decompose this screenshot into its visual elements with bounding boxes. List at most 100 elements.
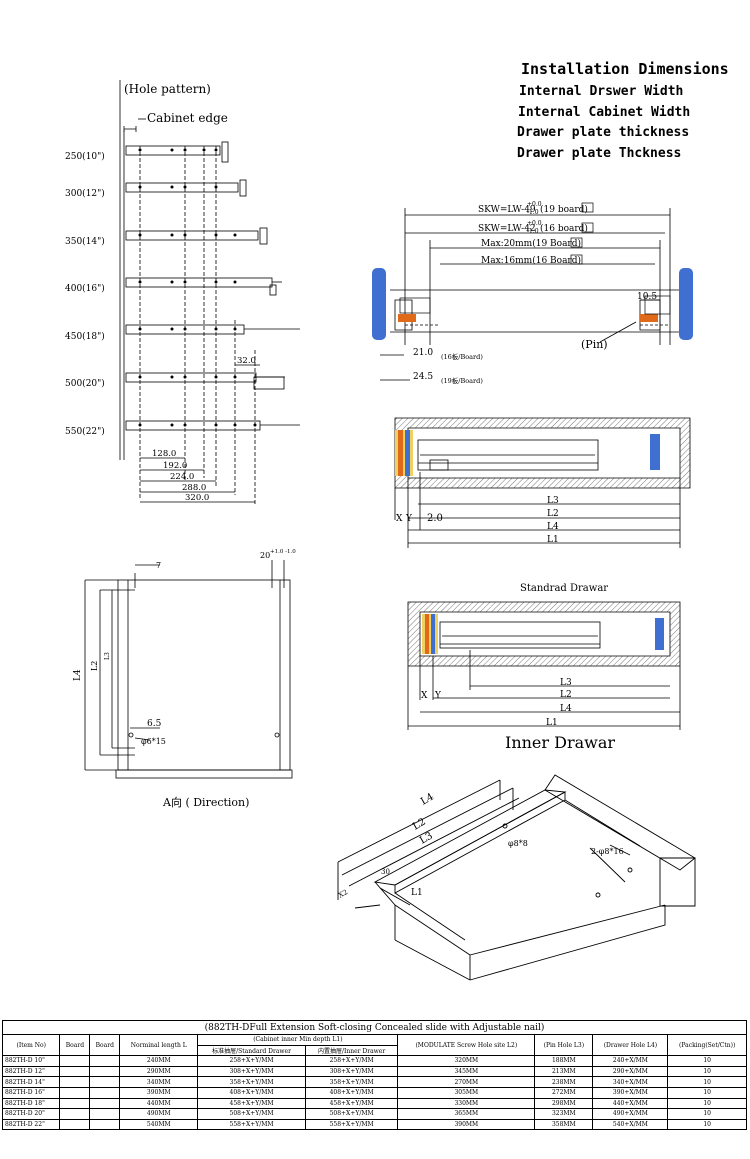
th-cabinet-depth: (Cabinet inner Min depth L1) [197, 1034, 399, 1046]
table-cell: 882TH-D 22" [1, 1118, 61, 1131]
table-cell [59, 1108, 91, 1120]
table-cell: 308+X+Y/MM [197, 1065, 306, 1078]
table-cell: 508+X+Y/MM [197, 1108, 306, 1120]
size-label-20: 500(20") [65, 379, 105, 389]
th-screw-hole: (MODULATE Screw Hole site L2) [397, 1033, 536, 1057]
iso-dim30: 30 [381, 868, 390, 876]
table-cell [89, 1076, 121, 1088]
table-cell: 490+X/MM [592, 1108, 669, 1120]
table-cell [89, 1108, 121, 1120]
inner-l2: L2 [560, 690, 572, 700]
hole-pattern-caption: (Hole pattern) [124, 82, 211, 96]
table-cell: 272MM [534, 1086, 594, 1099]
iso-l2: L2 [411, 817, 428, 833]
table-cell: 258+X+Y/MM [304, 1055, 399, 1067]
table-cell: 490MM [119, 1108, 199, 1120]
skw16-tol-top: +0.0 [527, 220, 542, 227]
th-drawer-hole: (Drawer Hole L4) [592, 1033, 669, 1057]
iso-hole2: 2-φ8*16 [591, 847, 624, 856]
table-cell: 298MM [534, 1097, 594, 1110]
inner-l1: L1 [546, 718, 558, 728]
inner-drawer-caption: Inner Drawar [505, 733, 615, 752]
dim-288: 288.0 [182, 483, 206, 493]
left-slide-orange [398, 314, 416, 322]
spec-table: (882TH-DFull Extension Soft-closing Conc… [1, 1020, 747, 1131]
th-standard-drawer: 标准抽屉/Standard Drawer [197, 1044, 306, 1057]
inner-y: Y [434, 691, 442, 701]
table-cell [59, 1118, 91, 1131]
table-cell: 558+X+Y/MM [304, 1118, 399, 1131]
table-cell: 10 [667, 1055, 747, 1067]
table-cell [89, 1065, 121, 1078]
section-labels: SKW=LW-49 +0.0 -1.0 (19 board) SKW=LW-42… [413, 201, 657, 385]
installation-title: Installation Dimensions [521, 60, 729, 78]
standard-drawer-labels: X Y 2.0 L3 L2 L4 L1 [396, 496, 559, 545]
table-cell: 440MM [119, 1097, 199, 1110]
std-l1: L1 [547, 535, 559, 545]
std-2-0: 2.0 [427, 513, 443, 524]
table-cell: 340+X/MM [592, 1076, 669, 1088]
std-l3: L3 [547, 496, 559, 506]
max19-label: Max:20mm(19 Board) [481, 238, 581, 249]
table-cell: 258+X+Y/MM [197, 1055, 306, 1067]
table-cell: 882TH-D 14" [1, 1076, 61, 1088]
dim-10-5: 10.5 [637, 292, 657, 302]
standard-drawer-drawing [394, 417, 691, 548]
std-drawer-blue [650, 434, 660, 470]
table-cell: 10 [667, 1108, 747, 1120]
inner-l3: L3 [560, 678, 572, 688]
cabinet-edge-label: Cabinet edge [147, 111, 228, 125]
table-cell: 882TH-D 10" [1, 1055, 61, 1067]
table-cell: 458+X+Y/MM [197, 1097, 306, 1110]
size-label-12: 300(12") [65, 189, 105, 199]
table-cell: 240MM [119, 1055, 199, 1067]
checkbox-19board [581, 202, 594, 213]
table-cell: 458+X+Y/MM [304, 1097, 399, 1110]
drawer-plate-thickness-title: Drawer plate thickness [517, 125, 690, 140]
dir-dim7: 7 [156, 561, 161, 570]
pin-label: (Pin) [581, 338, 608, 351]
skw16-label: SKW=LW-42 [478, 224, 536, 234]
inner-x: X [421, 691, 428, 701]
iso-l1: L1 [411, 888, 423, 898]
dim24-label: 24.5 [413, 372, 433, 382]
table-cell [59, 1065, 91, 1078]
iso-l3: L3 [418, 831, 435, 847]
table-cell: 390MM [119, 1086, 199, 1099]
size-label-18: 450(18") [65, 332, 105, 342]
standard-drawer-caption: Standrad Drawar [520, 583, 608, 594]
hole-pattern-drawing [119, 80, 300, 504]
table-title: (882TH-DFull Extension Soft-closing Conc… [2, 1020, 747, 1035]
table-cell: 330MM [397, 1097, 536, 1110]
dim-32: 32.0 [237, 356, 256, 366]
skw19-label: SKW=LW-49 [478, 205, 536, 215]
table-cell [89, 1118, 121, 1131]
std-l2: L2 [547, 509, 559, 519]
table-cell: 10 [667, 1118, 747, 1131]
table-cell: 188MM [534, 1055, 594, 1067]
table-cell: 390+X/MM [592, 1086, 669, 1099]
right-slide-orange [640, 314, 658, 322]
left-cabinet-wall [372, 268, 386, 340]
skw19-tol-bot: -1.0 [527, 209, 539, 216]
table-cell: 540+X/MM [592, 1118, 669, 1131]
size-label-22: 550(22") [65, 427, 105, 437]
table-cell [59, 1097, 91, 1110]
dim21-label: 21.0 [413, 348, 433, 358]
dim-224: 224.0 [170, 472, 194, 482]
table-cell: 390MM [397, 1118, 536, 1131]
dim-192: 192.0 [163, 461, 187, 471]
table-cell: 323MM [534, 1108, 594, 1120]
size-label-10: 250(10") [65, 152, 105, 162]
size-label-14: 350(14") [65, 237, 105, 247]
table-cell: 440+X/MM [592, 1097, 669, 1110]
std-l4: L4 [547, 522, 559, 532]
table-cell: 10 [667, 1086, 747, 1099]
rail-hole-dots [138, 148, 257, 427]
iso-x2: X2 [337, 888, 349, 900]
